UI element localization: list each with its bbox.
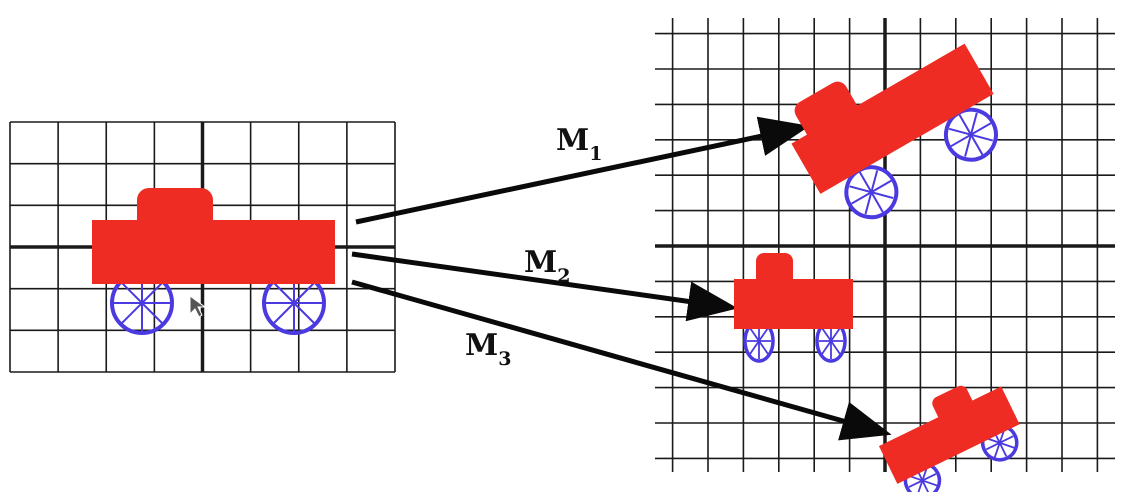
arrow-m3: [351, 279, 892, 441]
car-m2: [734, 253, 853, 363]
car-m3-body: [878, 386, 1020, 484]
label-m1: M1: [556, 123, 602, 165]
car-m1: [791, 43, 998, 220]
car-m2-body: [734, 279, 853, 329]
mouse-pointer-icon: [189, 295, 207, 318]
arrow-m1: [355, 116, 810, 225]
source-car: [92, 188, 335, 335]
car-m2-wheel-rear: [815, 319, 847, 363]
label-m2: M2: [524, 245, 570, 287]
target-grid: [655, 18, 1115, 472]
arrow-m2: [351, 251, 738, 322]
label-m3: M3: [465, 328, 511, 370]
car-m3: [878, 385, 1020, 492]
car-m1-body: [791, 43, 994, 194]
